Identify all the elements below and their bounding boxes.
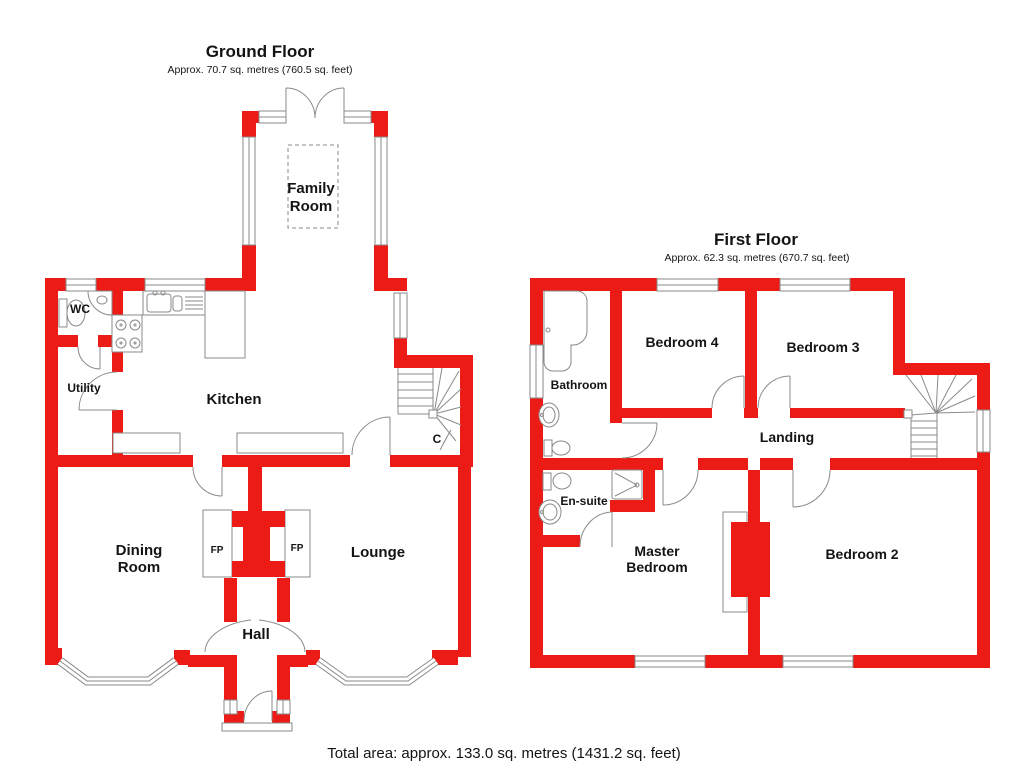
wc-toilet [58, 298, 86, 328]
bathroom-door [621, 422, 658, 459]
kitchen-counter [204, 290, 246, 359]
room-label-kitchen: Kitchen [206, 391, 261, 408]
room-label-dining-1: Dining [116, 542, 163, 559]
lounge-bay-window [315, 657, 439, 686]
wc-corner-basin [87, 290, 113, 316]
room-label-family-2: Room [290, 198, 333, 215]
hall-arch-left [204, 619, 252, 653]
hall-window-right [276, 699, 291, 715]
wc-door [77, 346, 101, 370]
first-floor-fixtures [538, 290, 976, 525]
kitchen-rear-door [351, 416, 391, 456]
front-door [243, 690, 273, 722]
ground-floor-title: Ground Floor [206, 42, 315, 61]
room-label-master-1: Master [634, 543, 680, 559]
ground-floor-subtitle: Approx. 70.7 sq. metres (760.5 sq. feet) [167, 64, 352, 76]
kitchen-sink [142, 290, 208, 316]
kitchen-side-window [393, 292, 408, 339]
ground-floor-plan: Ground Floor Approx. 70.7 sq. metres (76… [45, 42, 473, 732]
hall-window-left [223, 699, 238, 715]
bath [543, 290, 588, 372]
utility-door [78, 371, 118, 411]
bedroom2-window [782, 655, 854, 668]
cupboard-door [439, 429, 452, 451]
label-fp-right: FP [291, 543, 304, 554]
room-label-bedroom2: Bedroom 2 [825, 546, 898, 562]
wc-window [65, 278, 97, 292]
room-label-lounge: Lounge [351, 544, 405, 561]
first-floor-subtitle: Approx. 62.3 sq. metres (670.7 sq. feet) [664, 252, 849, 264]
first-floor-title: First Floor [714, 230, 798, 249]
first-floor-windows [529, 278, 991, 668]
family-room-window-top-left [258, 110, 287, 124]
room-label-family-1: Family [287, 180, 335, 197]
bathroom-basin [538, 402, 560, 428]
room-label-bathroom: Bathroom [551, 378, 608, 392]
family-room-window-left [242, 136, 256, 246]
ensuite-toilet [542, 472, 572, 491]
porch-step [221, 722, 293, 732]
ground-floor-stairs [397, 367, 462, 442]
bathroom-window [529, 344, 544, 399]
room-label-landing: Landing [760, 429, 814, 445]
ensuite-door [579, 511, 613, 548]
kitchen-units-left [112, 432, 181, 454]
room-label-hall: Hall [242, 626, 270, 643]
chimney-breast [722, 511, 770, 613]
room-label-utility: Utility [67, 381, 101, 395]
family-room-skylight [287, 144, 339, 229]
dining-room-door [192, 466, 223, 497]
label-fp-left: FP [211, 545, 224, 556]
room-label-master-2: Bedroom [626, 559, 687, 575]
ground-floor-windows [57, 110, 439, 715]
total-area-text: Total area: approx. 133.0 sq. metres (14… [327, 745, 681, 762]
first-floor-stairs [903, 374, 976, 458]
first-floor-doors [579, 375, 831, 548]
ensuite-basin [538, 499, 562, 525]
kitchen-units-right [236, 432, 344, 454]
ground-floor-fixtures [58, 144, 462, 732]
hall-arch-right [258, 619, 306, 653]
fireplace [202, 509, 311, 578]
bedroom2-door [792, 469, 831, 508]
master-bedroom-door [662, 469, 699, 506]
kitchen-window [144, 278, 206, 292]
room-label-dining-2: Room [118, 559, 161, 576]
bedroom4-window [656, 278, 719, 292]
ground-floor-doors [77, 87, 391, 722]
room-label-wc: WC [70, 302, 90, 316]
room-label-ensuite: En-suite [560, 494, 608, 508]
shower [611, 469, 643, 500]
room-label-bedroom4: Bedroom 4 [645, 334, 718, 350]
family-room-window-top-right [343, 110, 372, 124]
room-label-bedroom3: Bedroom 3 [786, 339, 859, 355]
bathroom-toilet [543, 439, 571, 457]
kitchen-hob [111, 314, 143, 353]
family-room-window-right [374, 136, 388, 246]
first-floor-plan: First Floor Approx. 62.3 sq. metres (670… [529, 230, 991, 668]
dining-bay-window [57, 657, 179, 686]
stairs-window [976, 409, 991, 453]
bedroom3-door [757, 375, 791, 409]
master-bedroom-window [634, 655, 706, 668]
first-floor-walls [530, 278, 990, 668]
bedroom4-door [711, 375, 745, 409]
room-label-cupboard: C [433, 432, 442, 446]
bedroom3-window [779, 278, 851, 292]
french-doors [285, 87, 345, 119]
